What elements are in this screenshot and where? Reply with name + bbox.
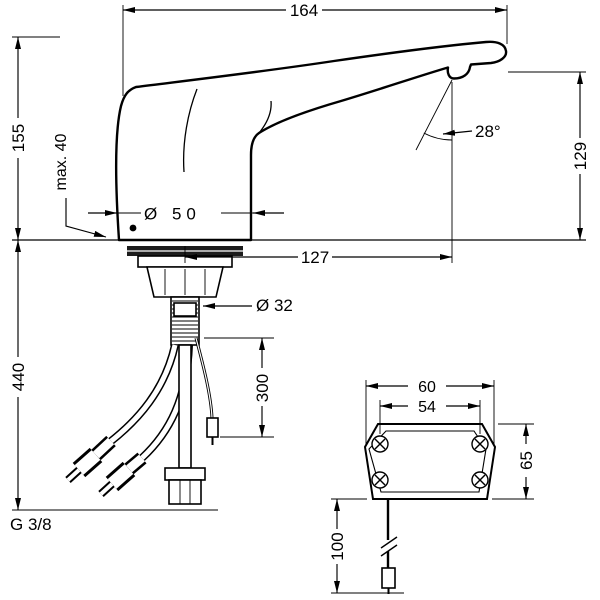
dimension-base-diameter: Ø 50 [88,205,284,224]
shank-connector-box [173,302,197,317]
supply-hoses [65,344,193,497]
annotation-max-mounting-thickness: max. 40 [53,133,107,238]
dim-label-155: 155 [9,124,28,152]
lever-seam-line [258,100,272,134]
dim-label-54: 54 [418,399,436,416]
under-deck-assembly [65,246,243,505]
dimension-shank-diameter: Ø 32 [203,296,293,315]
dim-label-65: 65 [517,451,536,470]
junction-box-detail [363,423,497,594]
cable-plug [206,417,219,438]
sensor-cable [194,337,219,445]
dimension-box-cable-length: 100 [328,498,404,594]
faucet-outline [115,40,508,242]
box-cable-plug [381,567,396,589]
dimension-spout-height: 129 [508,71,590,240]
screws [371,435,489,489]
box-cable [380,499,398,594]
dimension-hole-spacing: 54 [379,399,481,434]
dimension-installation-depth: 440 [9,240,218,511]
body-contour-line [182,88,198,173]
dim-label-300: 300 [253,374,272,402]
box-outline [363,423,497,500]
dimension-total-length: 164 [122,1,508,96]
sensor-dot [129,224,137,232]
dimension-hose-length: 300 [204,337,274,438]
annotation-spray-angle: 28° [415,79,501,263]
dim-label-164: 164 [290,1,318,20]
dimension-spout-reach: 127 [184,246,452,267]
label-max-40: max. 40 [53,133,70,190]
dim-label-dia-50: Ø 50 [144,205,201,224]
dim-label-129: 129 [571,142,590,170]
label-thread-size: G 3/8 [10,515,52,534]
dimension-plate-width: 60 [365,379,495,446]
dimension-plate-height: 65 [492,423,536,500]
box-inner-outline [368,430,487,493]
dim-label-60: 60 [418,379,436,396]
dim-label-440: 440 [9,363,28,391]
g38-connector [164,467,206,505]
dim-label-127: 127 [301,248,329,267]
dim-label-28deg: 28° [475,122,501,141]
faucet-body [115,40,508,242]
supply-pipe [178,344,192,469]
dim-label-dia-32: Ø 32 [256,296,293,315]
dim-label-100: 100 [328,532,347,560]
dimension-total-height: 155 [9,36,60,240]
